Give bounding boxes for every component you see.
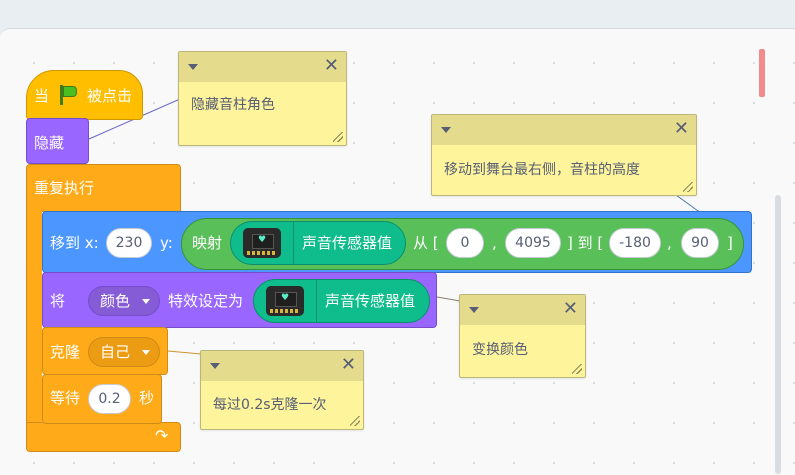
when-flag-clicked-block[interactable] [26, 70, 143, 120]
comment-header[interactable] [460, 295, 585, 325]
comma-1: , [492, 234, 497, 252]
sensor-icon-area: ♥ [231, 222, 294, 264]
comma-2: , [667, 234, 672, 252]
chevron-down-icon [142, 350, 150, 355]
comment-hide-sprite[interactable]: ✕ 隐藏音柱角色 [178, 51, 347, 146]
from-min-input[interactable]: 0 [446, 228, 484, 258]
comment-text[interactable]: 变换颜色 [472, 342, 528, 358]
comment-text[interactable]: 移动到舞台最右侧，音柱的高度 [444, 162, 640, 178]
resize-handle-icon[interactable] [683, 182, 693, 192]
clone-target-dropdown[interactable]: 自己 [88, 337, 160, 367]
comment-header[interactable] [201, 351, 363, 381]
comment-change-color[interactable]: ✕ 变换颜色 [459, 294, 586, 378]
effect-value: 颜色 [100, 292, 131, 310]
from-max-input[interactable]: 4095 [505, 228, 561, 258]
from-label: 从 [ [413, 234, 439, 252]
effect-dropdown[interactable]: 颜色 [88, 286, 160, 316]
sound-sensor-reporter-1[interactable]: ♥ 声音传感器值 [230, 221, 406, 265]
editor-top-bar [0, 0, 795, 28]
clone-label: 克隆 [50, 343, 81, 361]
green-flag-icon [58, 85, 78, 105]
wait-unit: 秒 [139, 389, 155, 407]
clone-target-value: 自己 [100, 343, 131, 361]
end-bracket: ] [727, 234, 733, 252]
vertical-scrollbar[interactable] [775, 195, 781, 474]
close-icon[interactable]: ✕ [562, 298, 578, 319]
to-min-input[interactable]: -180 [609, 228, 661, 258]
when-flag-suffix: 被点击 [87, 87, 133, 105]
comment-text[interactable]: 每过0.2s克隆一次 [213, 397, 327, 413]
comment-header[interactable] [432, 115, 696, 145]
goto-y-label: y: [160, 234, 173, 252]
close-icon[interactable]: ✕ [340, 354, 356, 375]
comment-header[interactable] [179, 52, 346, 82]
sensor-icon-area: ♥ [254, 280, 317, 322]
to-label: ] 到 [ [567, 234, 604, 252]
close-icon[interactable]: ✕ [673, 118, 689, 139]
wait-seconds-input[interactable]: 0.2 [88, 384, 131, 414]
chevron-down-icon [142, 299, 150, 304]
forever-label: 重复执行 [34, 179, 95, 197]
resize-handle-icon[interactable] [333, 132, 343, 142]
microbit-board-icon: ♥ [243, 228, 281, 258]
comment-clone-interval[interactable]: ✕ 每过0.2s克隆一次 [200, 350, 364, 430]
hide-label: 隐藏 [34, 134, 65, 152]
resize-handle-icon[interactable] [350, 416, 360, 426]
close-icon[interactable]: ✕ [323, 55, 339, 76]
wait-label: 等待 [50, 389, 81, 407]
hide-block[interactable] [26, 118, 89, 164]
goto-x-label: 移到 x: [50, 234, 99, 252]
resize-handle-icon[interactable] [572, 364, 582, 374]
x-input[interactable]: 230 [106, 228, 152, 258]
collapse-triangle-icon[interactable] [188, 64, 198, 70]
to-max-input[interactable]: 90 [681, 228, 719, 258]
map-label: 映射 [192, 234, 223, 252]
microbit-board-icon: ♥ [266, 286, 304, 316]
comment-move-right[interactable]: ✕ 移动到舞台最右侧，音柱的高度 [431, 114, 697, 196]
comment-text[interactable]: 隐藏音柱角色 [191, 97, 275, 113]
sound-sensor-reporter-2[interactable]: ♥ 声音传感器值 [253, 279, 430, 323]
collapse-triangle-icon[interactable] [441, 127, 451, 133]
collapse-triangle-icon[interactable] [210, 363, 220, 369]
set-effect-middle: 特效设定为 [168, 292, 244, 310]
collapse-triangle-icon[interactable] [469, 307, 479, 313]
sensor-label-1: 声音传感器值 [302, 234, 393, 252]
forever-arm [26, 210, 42, 434]
set-effect-prefix: 将 [50, 292, 66, 310]
when-flag-prefix: 当 [34, 87, 50, 105]
sensor-label-2: 声音传感器值 [325, 292, 416, 310]
scroll-marker [759, 49, 765, 97]
loop-arrow-icon: ↶ [155, 426, 169, 445]
